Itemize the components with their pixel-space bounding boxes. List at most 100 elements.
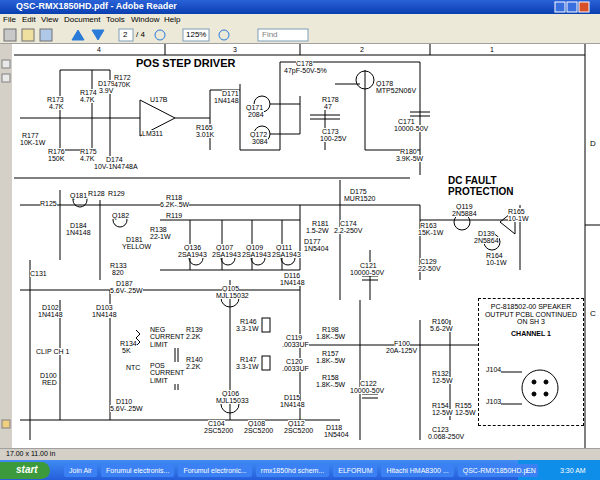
component-label: 47	[324, 103, 332, 110]
component-label: 1.8K-.5W	[316, 357, 345, 364]
status-text: 17.00 x 11.00 in	[6, 450, 55, 457]
menu-item: File	[3, 16, 16, 24]
component-label: 20A-125V	[386, 347, 417, 354]
component-label: 1N4148	[280, 401, 305, 408]
component-label: MUR1520	[344, 195, 376, 202]
component-label: 12-5W	[455, 409, 476, 416]
component-label: 10V-1N4748A	[94, 163, 138, 170]
status-bar	[0, 448, 600, 460]
component-label: 10000-50V	[350, 387, 384, 394]
nav-pane	[0, 44, 12, 448]
component-label: 4.7K	[49, 103, 63, 110]
component-label: Q181	[70, 192, 87, 199]
component-label: 22-50V	[418, 265, 441, 272]
taskbar-item: Forumul electronis...	[101, 464, 174, 477]
component-label: 1N5404	[324, 431, 349, 438]
component-label: 1.8K-.5W	[316, 333, 345, 340]
component-label: J103	[486, 398, 501, 405]
component-label: 1N4148	[280, 279, 305, 286]
section-heading: DC FAULT PROTECTION	[448, 176, 528, 197]
component-label: 22-1W	[150, 233, 171, 240]
taskbar-item: rmx1850hd schem...	[256, 464, 329, 477]
component-label: .0033UF	[282, 341, 309, 348]
component-label: 4.7K	[80, 155, 94, 162]
component-label: 2SC5200	[244, 427, 273, 434]
component-label: 2084	[248, 111, 264, 118]
component-label: 2SA1943	[178, 251, 207, 258]
component-label: RED	[42, 379, 57, 386]
menu-item: Tools	[106, 16, 125, 24]
component-label: 3.9K-5W	[396, 155, 423, 162]
component-label: 1	[490, 46, 494, 53]
menu-item: Document	[64, 16, 100, 24]
component-label: NEG CURRENT LIMIT	[150, 326, 184, 348]
component-label: POS CURRENT LIMIT	[150, 362, 184, 384]
component-label: 1N4148	[66, 229, 91, 236]
component-label: 5.6V-.25W	[110, 405, 143, 412]
component-label: J104	[486, 366, 501, 373]
component-label: 12-5W	[432, 377, 453, 384]
component-label: 3	[233, 46, 237, 53]
taskbar-item: Join Air	[64, 464, 97, 477]
component-label: 100-25V	[320, 135, 346, 142]
component-label: 150K	[48, 155, 64, 162]
component-label: 2SA1943	[272, 251, 301, 258]
component-label: 1N4148	[38, 311, 63, 318]
component-label: 3.3-1W	[236, 363, 259, 370]
component-label: 10K-1W	[20, 139, 45, 146]
component-label: 1N4148	[214, 97, 239, 104]
menu-item: Window	[131, 16, 159, 24]
component-label: 1.5-2W	[306, 227, 329, 234]
component-label: 2.2K	[186, 363, 200, 370]
component-label: MJL15033	[216, 397, 249, 404]
component-label: 2	[360, 46, 364, 53]
component-label: .0033UF	[282, 365, 309, 372]
component-label: 10-1W	[508, 215, 529, 222]
component-label: U17B	[150, 96, 168, 103]
component-label: MJL15032	[216, 292, 249, 299]
component-label: R128	[88, 190, 105, 197]
row-letter: D	[590, 140, 596, 148]
menu-item: / 4	[136, 31, 145, 39]
component-label: 3.01K	[196, 131, 214, 138]
taskbar-item: Forumul electronic...	[178, 464, 251, 477]
component-label: 2SA1943	[242, 251, 271, 258]
speaker-output-box: PC-818502-00 SPEAKER OUTPUT PCBL CONTINU…	[478, 298, 584, 426]
component-label: 4.7K	[80, 96, 94, 103]
box-heading: PC-818502-00 SPEAKER OUTPUT PCBL CONTINU…	[482, 303, 580, 326]
menu-item: View	[41, 16, 58, 24]
tray-text: 3:30 AM	[560, 467, 586, 474]
tray-text: EN	[526, 467, 536, 474]
window-title: QSC-RMX1850HD.pdf - Adobe Reader	[16, 2, 177, 11]
component-label: 3.9V	[99, 87, 113, 94]
component-label: 5.6-2W	[430, 325, 453, 332]
component-label: 2N5884	[452, 210, 477, 217]
component-label: 12-5W	[432, 409, 453, 416]
component-label: 4	[97, 46, 101, 53]
component-label: 2SC5200	[204, 427, 233, 434]
component-label: 3.3-1W	[236, 325, 259, 332]
component-label: 10000-50V	[350, 269, 384, 276]
component-label: 5.6V-.25W	[110, 287, 143, 294]
component-label: 2SA1943	[212, 251, 241, 258]
component-label: 10000-50V	[394, 125, 428, 132]
component-label: MTP52N06V	[376, 87, 416, 94]
component-label: R119	[166, 212, 182, 219]
component-label: 1N5404	[304, 245, 329, 252]
component-label: 6.2K-.5W	[160, 201, 189, 208]
component-label: NTC	[126, 364, 140, 371]
component-label: 15K-1W	[418, 229, 443, 236]
component-label: 470K	[114, 81, 130, 88]
menu-item: 125%	[186, 31, 206, 39]
component-label: 0.068-250V	[428, 433, 464, 440]
component-label: LM311	[142, 130, 163, 137]
menu-item: 2	[123, 31, 127, 39]
row-letter: C	[590, 310, 596, 318]
taskbar-item: Hitachi HMA8300 ...	[381, 464, 453, 477]
component-label: 2SC5200	[284, 427, 313, 434]
taskbar-item: ELFORUM	[333, 464, 377, 477]
component-label: 5K	[122, 347, 131, 354]
component-label: R129	[108, 190, 125, 197]
channel-label: CHANNEL 1	[482, 330, 580, 338]
find-field: Find	[262, 31, 278, 39]
